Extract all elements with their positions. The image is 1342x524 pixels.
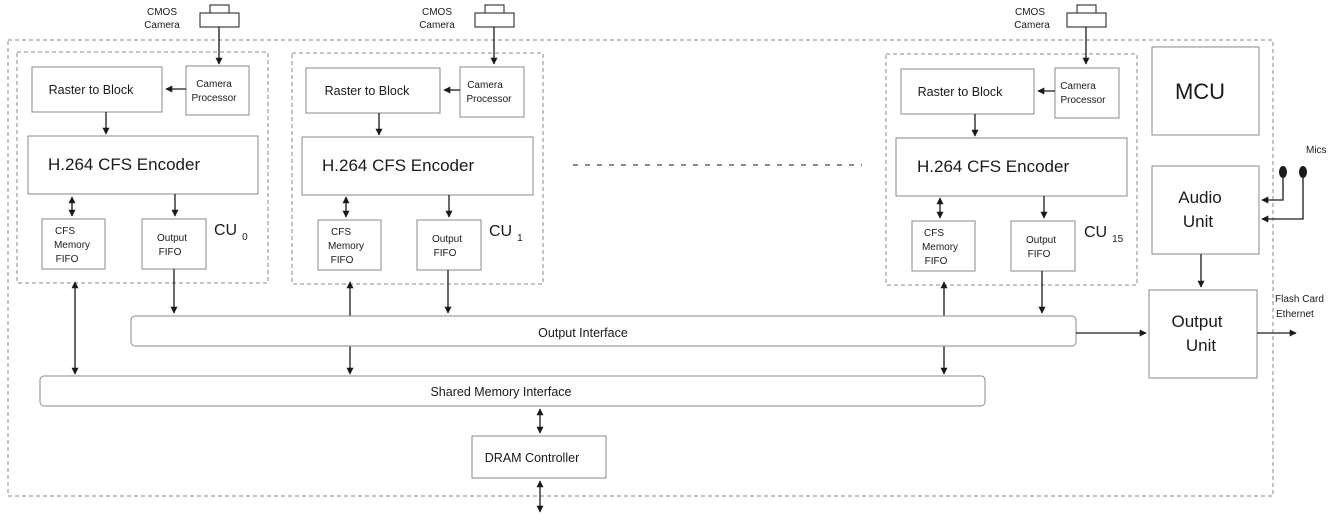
compute-unit-15: CMOS Camera Raster to Block Camera Proce… — [885, 4, 1138, 375]
flash-card-label: Flash Card — [1275, 294, 1324, 305]
raster-to-block-label: Raster to Block — [325, 84, 411, 98]
ethernet-label: Ethernet — [1276, 309, 1314, 320]
cfs-memory-fifo-box — [41, 218, 106, 270]
compute-unit-0: CMOS Camera Raster to Block Camera Proce… — [16, 4, 269, 375]
mcu-box — [1151, 46, 1260, 136]
output-unit-box — [1148, 289, 1258, 379]
output-interface-label: Output Interface — [538, 326, 628, 340]
cmos-label-line1: CMOS — [422, 7, 452, 18]
camera-processor-line2: Processor — [191, 93, 237, 104]
cmos-camera-1: CMOS Camera — [419, 4, 515, 31]
camera-processor-box — [459, 66, 525, 118]
cmos-label-line2: Camera — [419, 20, 455, 31]
output-fifo-line2: FIFO — [159, 247, 182, 258]
camera-lens-icon — [484, 4, 505, 14]
camera-processor-line1: Camera — [196, 79, 232, 90]
raster-to-block-box — [900, 68, 1035, 115]
cmos-camera-0: CMOS Camera — [144, 4, 240, 31]
output-fifo-box — [416, 219, 482, 271]
system-boundary — [7, 39, 1274, 497]
camera-processor-line2: Processor — [466, 94, 512, 105]
cfs-fifo-line1: CFS — [924, 228, 944, 239]
camera-body-icon — [474, 12, 515, 28]
dram-controller-label: DRAM Controller — [485, 451, 579, 465]
cfs-fifo-line2: Memory — [328, 241, 364, 252]
output-fifo-line2: FIFO — [434, 248, 457, 259]
cu-15-boundary — [885, 53, 1138, 286]
cfs-memory-fifo-box — [317, 219, 382, 271]
cfs-fifo-line3: FIFO — [331, 255, 354, 266]
raster-to-block-box — [305, 67, 441, 114]
encoder-box — [27, 135, 259, 195]
cfs-fifo-line1: CFS — [55, 226, 75, 237]
output-fifo-line2: FIFO — [1028, 249, 1051, 260]
cmos-label-line1: CMOS — [1015, 7, 1045, 18]
encoder-box — [301, 136, 534, 196]
microphones: Mics — [1261, 145, 1327, 223]
mic-right-to-audio-arrow — [1261, 178, 1304, 223]
cfs-fifo-line3: FIFO — [56, 254, 79, 265]
shared-memory-interface-label: Shared Memory Interface — [430, 385, 571, 399]
dram-controller-box — [471, 435, 607, 479]
camera-processor-line1: Camera — [1060, 81, 1096, 92]
cfs-memory-fifo-box — [911, 220, 976, 272]
compute-unit-1: CMOS Camera Raster to Block Camera Proce… — [291, 4, 544, 375]
encoder-label: H.264 CFS Encoder — [48, 155, 200, 174]
output-fifo-box — [141, 218, 207, 270]
camera-body-icon — [199, 12, 240, 28]
cfs-fifo-line3: FIFO — [925, 256, 948, 267]
mic-icon-right — [1299, 166, 1307, 178]
camera-lens-icon — [1076, 4, 1097, 14]
output-unit-line2: Unit — [1186, 336, 1217, 355]
encoder-label: H.264 CFS Encoder — [917, 157, 1069, 176]
cu-0-boundary — [16, 51, 269, 284]
cu-1-boundary — [291, 52, 544, 285]
output-interface-bar — [130, 315, 1077, 347]
encoder-box — [895, 137, 1128, 197]
cfs-fifo-line1: CFS — [331, 227, 351, 238]
camera-processor-box — [185, 65, 250, 116]
audio-unit-line1: Audio — [1178, 188, 1221, 207]
output-fifo-box — [1010, 220, 1076, 272]
encoder-label: H.264 CFS Encoder — [322, 156, 474, 175]
mic-left-to-audio-arrow — [1261, 178, 1284, 204]
camera-lens-icon — [209, 4, 230, 14]
camera-processor-box — [1054, 67, 1120, 119]
audio-unit-box — [1151, 165, 1260, 255]
output-fifo-line1: Output — [432, 234, 462, 245]
raster-to-block-box — [31, 66, 163, 113]
output-fifo-line1: Output — [1026, 235, 1056, 246]
mics-label: Mics — [1306, 145, 1327, 156]
cfs-fifo-line2: Memory — [54, 240, 90, 251]
raster-to-block-label: Raster to Block — [49, 83, 135, 97]
cmos-camera-15: CMOS Camera — [1014, 4, 1107, 31]
cfs-fifo-line2: Memory — [922, 242, 958, 253]
camera-processor-line2: Processor — [1060, 95, 1106, 106]
cmos-label-line2: Camera — [1014, 20, 1050, 31]
audio-unit-line2: Unit — [1183, 212, 1214, 231]
camera-body-icon — [1066, 12, 1107, 28]
camera-processor-line1: Camera — [467, 80, 503, 91]
raster-to-block-label: Raster to Block — [918, 85, 1004, 99]
cmos-label-line1: CMOS — [147, 7, 177, 18]
output-fifo-line1: Output — [157, 233, 187, 244]
mic-icon-left — [1279, 166, 1287, 178]
output-unit-line1: Output — [1171, 312, 1222, 331]
cmos-label-line2: Camera — [144, 20, 180, 31]
mcu-label: MCU — [1175, 79, 1225, 104]
shared-memory-interface-bar — [39, 375, 986, 407]
